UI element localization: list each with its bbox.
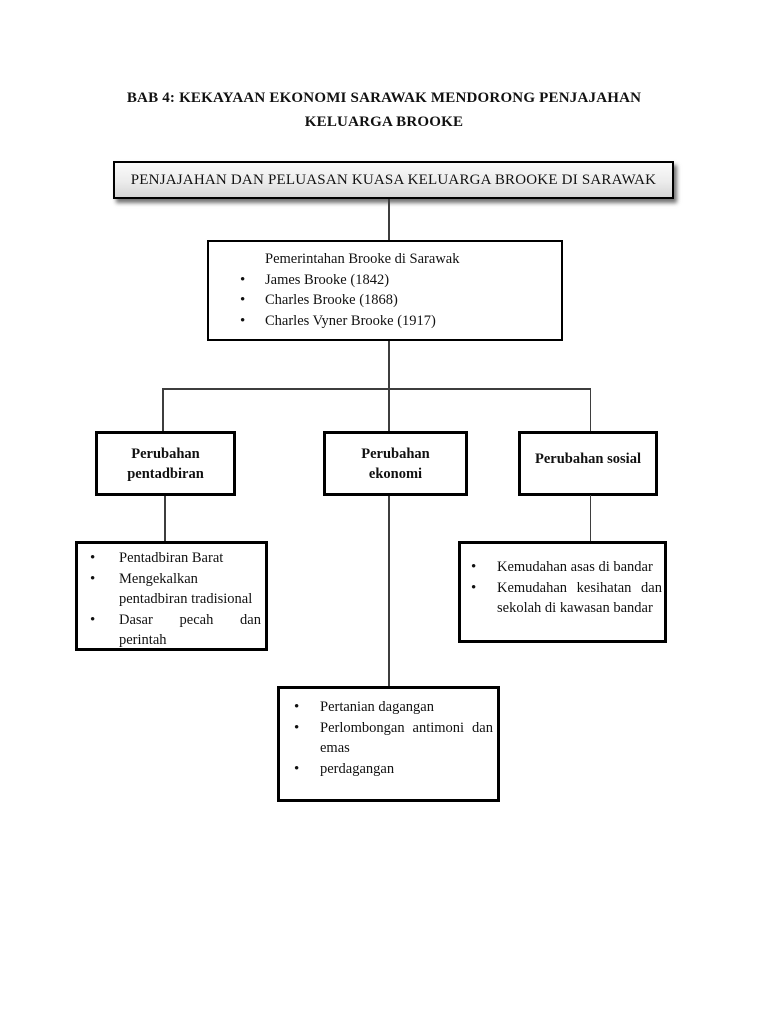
list-item-text: Mengekalkan pentadbiran tradisional xyxy=(119,570,253,608)
bullet-icon xyxy=(90,569,119,610)
connector-rule-down xyxy=(388,341,390,388)
connector-drop-middle xyxy=(388,388,390,432)
bullet-icon xyxy=(294,697,320,718)
branch-box-ekonomi: Perubahan ekonomi xyxy=(323,431,468,496)
list-item-text: Charles Vyner Brooke (1917) xyxy=(265,312,436,329)
bullet-icon xyxy=(240,290,265,311)
list-item: perdagangan xyxy=(294,759,493,780)
connector-sosial-details xyxy=(589,495,591,541)
bullet-icon xyxy=(90,548,119,569)
connector-horizontal xyxy=(162,388,591,390)
bullet-icon xyxy=(471,557,497,578)
branch-box-pentadbiran: Perubahan pentadbiran xyxy=(95,431,236,496)
rule-box-heading: Pemerintahan Brooke di Sarawak xyxy=(265,251,460,267)
details-box-ekonomi: Pertanian dagangan Perlombongan antimoni… xyxy=(277,686,500,802)
bullet-icon xyxy=(240,270,265,291)
list-item: Pertanian dagangan xyxy=(294,697,493,718)
branch-box-sosial: Perubahan sosial xyxy=(518,431,658,496)
bullet-icon xyxy=(90,610,119,651)
list-item: Kemudahan asas di bandar xyxy=(471,557,662,578)
connector-pentadbiran-details xyxy=(164,496,166,541)
details-box-pentadbiran: Pentadbiran Barat Mengekalkan pentadbira… xyxy=(75,541,268,651)
brooke-rule-box: Pemerintahan Brooke di Sarawak James Bro… xyxy=(207,240,563,341)
list-item-text: Pertanian dagangan xyxy=(320,699,434,715)
connector-drop-left xyxy=(162,388,164,432)
connector-ekonomi-details xyxy=(388,496,390,686)
list-item: Perlombongan antimoni dan emas xyxy=(294,718,493,759)
list-item-text: Perlombongan antimoni dan emas xyxy=(320,719,493,757)
banner-text: PENJAJAHAN DAN PELUASAN KUASA KELUARGA B… xyxy=(130,171,657,188)
list-item: Mengekalkan pentadbiran tradisional xyxy=(90,569,261,610)
list-item-text: Kemudahan kesihatan dan sekolah di kawas… xyxy=(497,579,662,617)
list-item-text: Charles Brooke (1868) xyxy=(265,292,398,308)
list-item-text: Kemudahan asas di bandar xyxy=(497,559,653,575)
list-item-text: James Brooke (1842) xyxy=(265,271,390,288)
page-title: BAB 4: KEKAYAAN EKONOMI SARAWAK MENDORON… xyxy=(126,90,642,130)
list-item: James Brooke (1842) xyxy=(240,270,553,291)
list-item: Charles Brooke (1868) xyxy=(240,290,553,311)
details-box-sosial: Kemudahan asas di bandar Kemudahan kesih… xyxy=(458,541,667,643)
list-item: Pentadbiran Barat xyxy=(90,548,261,569)
list-item: Charles Vyner Brooke (1917) xyxy=(240,311,553,332)
bullet-icon xyxy=(294,759,320,780)
bullet-icon xyxy=(294,718,320,759)
list-item: Kemudahan kesihatan dan sekolah di kawas… xyxy=(471,578,662,619)
list-item: Dasar pecah dan perintah xyxy=(90,610,261,651)
list-item-text: Dasar pecah dan perintah xyxy=(119,611,261,649)
banner: PENJAJAHAN DAN PELUASAN KUASA KELUARGA B… xyxy=(113,161,674,199)
bullet-icon xyxy=(471,578,497,619)
connector-drop-right xyxy=(589,388,591,432)
list-item-text: perdagangan xyxy=(320,760,395,777)
list-item-text: Pentadbiran Barat xyxy=(119,550,224,566)
bullet-icon xyxy=(240,311,265,332)
connector-banner-rule xyxy=(388,199,390,240)
